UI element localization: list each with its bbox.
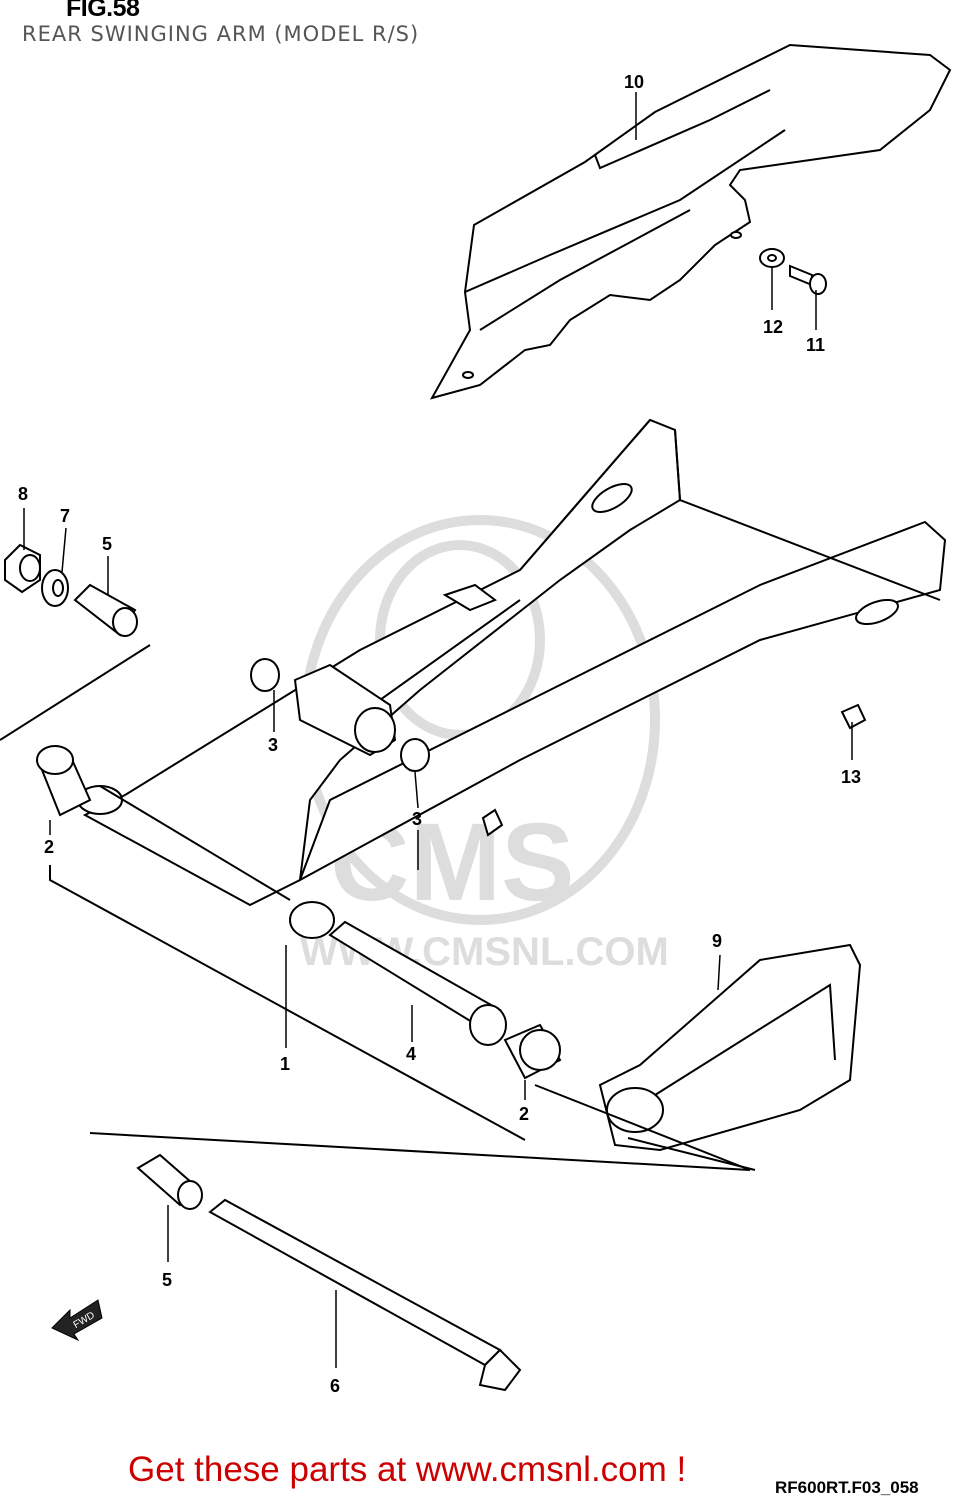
swing-arm-part — [77, 418, 947, 907]
callout-8: 8 — [18, 484, 28, 504]
figure-title: FIG.58 — [66, 0, 140, 22]
spacer-5-top — [73, 583, 138, 637]
spacer-5-bottom — [136, 1153, 203, 1210]
bushing-left-2 — [36, 745, 92, 817]
leader-lines — [23, 92, 853, 1368]
callout-1: 1 — [280, 1054, 290, 1074]
callout-3-upper: 3 — [268, 735, 278, 755]
callout-5-bottom: 5 — [162, 1270, 172, 1290]
callout-3-lower: 3 — [412, 809, 422, 829]
assembly-bracket-lines — [0, 644, 756, 1171]
drawing-code: RF600RT.F03_058 — [775, 1478, 919, 1497]
callout-13: 13 — [841, 767, 861, 787]
callout-2-right: 2 — [519, 1104, 529, 1124]
nut-8 — [4, 543, 41, 594]
shock-mount — [250, 658, 430, 772]
chain-buffer-9 — [598, 943, 862, 1152]
chain-case-part — [429, 43, 952, 400]
callout-5-top: 5 — [102, 534, 112, 554]
callout-11: 11 — [806, 335, 825, 355]
callout-12: 12 — [763, 317, 783, 337]
fwd-arrow-icon: FWD — [51, 1299, 103, 1342]
callout-6: 6 — [330, 1376, 340, 1396]
bracket-clips — [442, 583, 867, 837]
washer-7 — [41, 569, 69, 607]
callout-7: 7 — [60, 506, 70, 526]
callout-10: 10 — [624, 72, 644, 92]
callout-2-left: 2 — [44, 837, 54, 857]
footer-link[interactable]: Get these parts at www.cmsnl.com ! — [128, 1450, 687, 1489]
callout-4: 4 — [406, 1044, 416, 1064]
bolt-11 — [789, 264, 827, 295]
figure-subtitle: REAR SWINGING ARM (MODEL R/S) — [22, 22, 420, 46]
washer-12 — [759, 248, 785, 268]
pivot-tube-4 — [289, 901, 507, 1046]
pivot-shaft-6 — [208, 1198, 522, 1392]
callout-9: 9 — [712, 931, 722, 951]
bushing-right-2 — [503, 1023, 562, 1080]
